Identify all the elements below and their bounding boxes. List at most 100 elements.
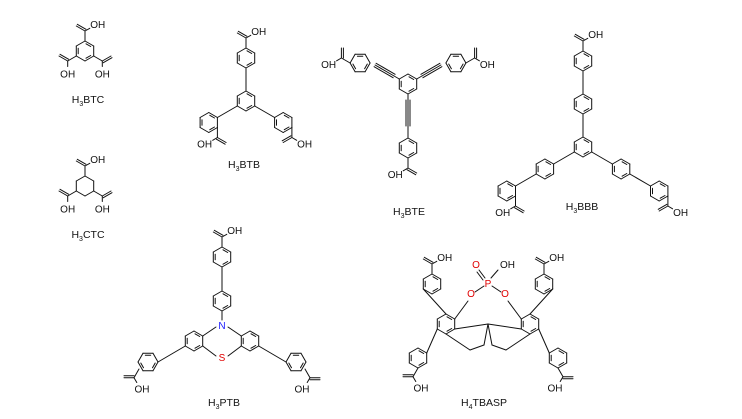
ring-bond xyxy=(398,88,409,95)
double-bond xyxy=(283,126,290,131)
hydroxyl-label: OH xyxy=(197,140,212,151)
bond xyxy=(543,260,550,265)
ring-bond xyxy=(75,190,86,197)
nitrogen-atom: N xyxy=(218,321,225,332)
ring-bond xyxy=(573,108,584,115)
bond xyxy=(487,323,493,346)
bond xyxy=(93,55,103,62)
ring-bond xyxy=(152,352,159,363)
ring-bond xyxy=(431,273,442,280)
ring-bond xyxy=(398,73,409,80)
ring-bond xyxy=(285,352,292,363)
bond xyxy=(507,300,522,320)
ring-bond xyxy=(75,40,86,47)
hydroxyl-label: OH xyxy=(227,226,242,237)
bond xyxy=(221,233,228,238)
bond xyxy=(67,190,77,197)
ring-bond xyxy=(249,345,260,352)
bond xyxy=(393,75,400,80)
carbonyl-bond xyxy=(515,205,525,212)
bond xyxy=(483,323,489,346)
double-bond xyxy=(621,161,628,165)
ring-bond xyxy=(221,246,232,253)
double-bond xyxy=(250,345,257,349)
ring-bond xyxy=(658,180,669,187)
compound-name: H3CTC xyxy=(71,229,104,243)
double-bond xyxy=(583,65,590,69)
bond xyxy=(474,57,480,62)
bond xyxy=(84,162,91,167)
ring-bond xyxy=(535,173,546,180)
carbonyl-bond xyxy=(658,205,669,212)
bond xyxy=(412,376,417,382)
bond xyxy=(553,151,575,165)
ring-bond xyxy=(557,362,568,369)
double-bond xyxy=(448,63,452,70)
double-bond xyxy=(583,53,590,57)
carbonyl-bond xyxy=(59,53,70,60)
double-bond xyxy=(659,195,666,199)
ring-bond xyxy=(398,137,409,144)
double-bond xyxy=(140,362,144,369)
hydroxyl-label: OH xyxy=(414,383,429,394)
carbonyl-bond xyxy=(75,25,86,32)
bond xyxy=(510,205,516,210)
ring-bond xyxy=(422,273,433,280)
ring-bond xyxy=(212,261,223,268)
bond xyxy=(306,377,311,383)
double-bond xyxy=(583,151,590,155)
hydroxyl-label: OH xyxy=(90,20,105,31)
ring-bond xyxy=(84,175,95,182)
ring-bond xyxy=(548,362,559,369)
carbonyl-bond xyxy=(535,256,546,263)
ring-bond xyxy=(573,65,584,72)
ring-bond xyxy=(245,62,256,69)
carbonyl-bond xyxy=(407,167,418,174)
hydroxyl-label: OH xyxy=(480,60,495,71)
ring-bond xyxy=(407,73,418,80)
ring-bond xyxy=(208,127,218,133)
hydroxyl-label: OH xyxy=(495,208,510,219)
bond xyxy=(202,345,217,357)
ring-bond xyxy=(445,53,452,64)
oxygen-atom: O xyxy=(472,260,480,271)
double-bond xyxy=(246,62,253,66)
ring-bond xyxy=(236,90,247,97)
ring-bond xyxy=(520,328,531,335)
carbonyl-bond xyxy=(58,55,69,62)
ring-bond xyxy=(422,288,433,295)
double-bond xyxy=(408,152,415,156)
ring-bond xyxy=(544,173,555,180)
bond xyxy=(431,260,438,265)
ring-bond xyxy=(193,345,204,352)
ring-bond xyxy=(445,62,452,73)
bond xyxy=(426,328,438,354)
ring-bond xyxy=(460,53,467,64)
bond xyxy=(402,167,409,172)
bond xyxy=(629,173,651,187)
ring-bond xyxy=(582,93,593,100)
ring-bond xyxy=(582,151,593,158)
ring-bond xyxy=(84,190,95,197)
double-bond xyxy=(459,63,464,70)
double-bond xyxy=(250,333,257,337)
ring-bond xyxy=(408,362,419,369)
double-bond xyxy=(545,173,552,177)
carbonyl-bond xyxy=(76,158,87,165)
ring-bond xyxy=(84,40,95,47)
ring-bond xyxy=(436,313,447,320)
double-bond xyxy=(583,108,590,112)
carbonyl-bond xyxy=(534,258,545,265)
phosphorus-atom: P xyxy=(485,279,492,290)
ring-bond xyxy=(221,261,232,268)
ring-bond xyxy=(445,328,456,335)
bond xyxy=(212,137,218,141)
carbonyl-bond xyxy=(574,33,585,40)
hydroxyl-label: OH xyxy=(294,384,309,395)
ring-bond xyxy=(620,173,631,180)
ring-bond xyxy=(417,347,428,354)
double-bond xyxy=(530,328,537,332)
ring-bond xyxy=(520,313,531,320)
ring-bond xyxy=(557,347,568,354)
